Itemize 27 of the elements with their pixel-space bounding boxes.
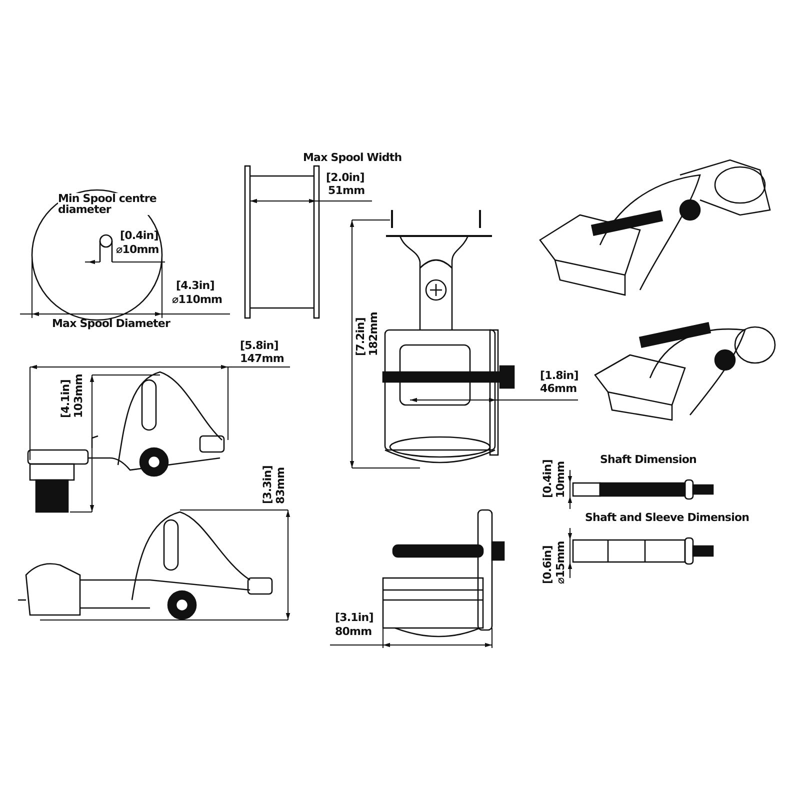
- dimension-label: [4.3in]: [176, 280, 214, 292]
- dimension-label: [0.6in]: [542, 546, 554, 584]
- dimension-label: 51mm: [328, 185, 365, 197]
- dimension-label: 83mm: [275, 467, 287, 504]
- dimension-label: [2.0in]: [326, 172, 364, 184]
- dimension-label: ⌀15mm: [555, 541, 567, 584]
- dimension-label: [3.1in]: [335, 612, 374, 624]
- dimension-label: 103mm: [73, 374, 85, 418]
- dimension-label: 80mm: [335, 626, 372, 638]
- dimension-label: [1.8in]: [540, 370, 578, 382]
- dimension-label: [3.3in]: [262, 466, 274, 504]
- dimension-label: 10mm: [555, 461, 567, 498]
- dimension-label: [5.8in]: [240, 340, 278, 352]
- dimension-label: 182mm: [368, 312, 380, 356]
- dimension-label: ⌀110mm: [172, 294, 222, 306]
- dimension-label: [4.1in]: [60, 380, 72, 418]
- dimension-label: 147mm: [240, 353, 284, 365]
- dimension-label: [0.4in]: [120, 230, 158, 242]
- dimension-label: [7.2in]: [355, 318, 367, 356]
- view-caption: Shaft and Sleeve Dimension: [585, 512, 750, 524]
- dimension-label: ⌀10mm: [116, 244, 159, 256]
- view-caption: Max Spool Width: [303, 152, 402, 164]
- dimension-label: 46mm: [540, 383, 577, 395]
- view-caption: Shaft Dimension: [600, 454, 696, 466]
- view-caption: Max Spool Diameter: [52, 318, 170, 330]
- view-caption: Min Spool centre diameter: [58, 193, 158, 215]
- dimension-label: [0.4in]: [542, 460, 554, 498]
